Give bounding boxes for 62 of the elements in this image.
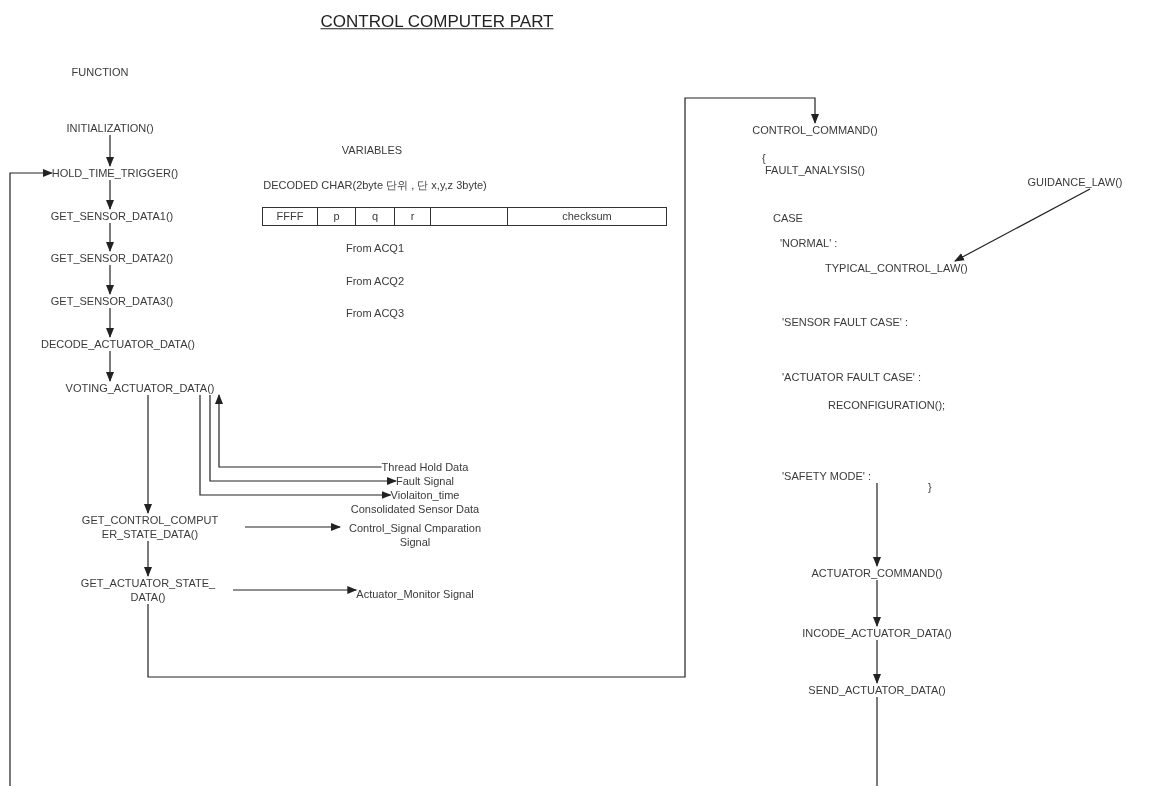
arrow [209,394,397,485]
signal-label: Violaiton_time [390,488,460,502]
source-label: From ACQ2 [345,273,405,289]
arrow [954,188,1091,262]
function-name: GET_SENSOR_DATA1() [50,209,174,223]
source-label: From ACQ3 [345,305,405,321]
function-name: HOLD_TIME_TRIGGER() [51,166,179,180]
function-name: DECODE_ACTUATOR_DATA() [41,337,195,351]
arrow [144,394,152,514]
arrow [9,169,53,787]
table-cell: r [395,208,431,225]
function-name: INITIALIZATION() [66,121,154,135]
arrow [106,350,114,382]
arrow [244,523,341,531]
case-label: 'SENSOR FAULT CASE' : [782,314,909,330]
arrow [147,97,819,678]
signal-label: Fault Signal [395,474,455,488]
function-name: ACTUATOR_COMMAND() [811,566,943,580]
signal-label: Thread Hold Data [381,460,469,474]
arrow [873,482,881,567]
function-name: GET_CONTROL_COMPUT ER_STATE_DATA() [55,513,245,541]
table-cell: FFFF [263,208,318,225]
case-label: 'ACTUATOR FAULT CASE' : [782,369,922,385]
table-cell-text: checksum [561,209,613,225]
arrow [106,264,114,295]
arrow [106,134,114,167]
function-name: GET_SENSOR_DATA3() [50,294,174,308]
signal-label: Consolidated Sensor Data [350,501,480,517]
case-label: 'SAFETY MODE' : [782,469,871,483]
signal-label: Control_Signal Cmparation Signal [340,521,490,549]
arrow [215,394,383,468]
brace: { [762,150,766,166]
connector-line [876,696,878,787]
variable-description: DECODED CHAR(2byte 단위 , 단 x,y,z 3byte) [263,177,487,193]
diagram-title: CONTROL COMPUTER PART [320,11,554,34]
arrow [232,586,358,594]
function-name: VOTING_ACTUATOR_DATA() [65,381,215,395]
table-cell: p [318,208,356,225]
arrow [106,179,114,210]
arrow [106,307,114,338]
brace: } [928,479,932,495]
arrow [199,394,392,499]
function-name: GET_SENSOR_DATA2() [50,251,174,265]
function-name: TYPICAL_CONTROL_LAW() [825,261,968,275]
arrow [873,639,881,684]
function-name: FAULT_ANALYSIS() [765,163,865,178]
source-label: From ACQ1 [345,240,405,256]
section-heading: VARIABLES [341,142,403,158]
case-label: 'NORMAL' : [780,235,838,251]
function-name: SEND_ACTUATOR_DATA() [808,683,946,697]
table-cell: q [356,208,395,225]
code-keyword: CASE [773,210,803,226]
function-name: GET_ACTUATOR_STATE_ DATA() [63,576,233,604]
function-name: CONTROL_COMMAND() [752,123,878,137]
function-name: INCODE_ACTUATOR_DATA() [802,626,952,640]
arrow [106,222,114,252]
signal-label: Actuator_Monitor Signal [356,587,474,601]
arrow [873,579,881,627]
function-name: RECONFIGURATION(); [828,397,946,413]
section-heading: FUNCTION [71,64,129,80]
function-name: GUIDANCE_LAW() [1027,175,1123,189]
arrow [144,540,152,577]
